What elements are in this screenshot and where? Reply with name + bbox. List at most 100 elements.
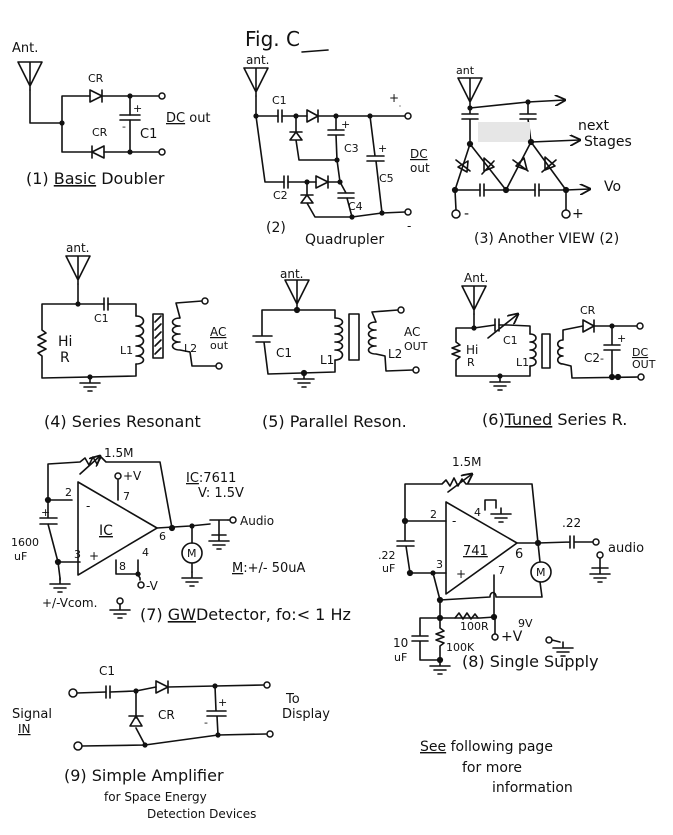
terminal bbox=[451, 209, 461, 219]
pin-label: 4 bbox=[142, 546, 149, 559]
c1-label: C1 bbox=[276, 346, 292, 360]
c2-label: C2 bbox=[273, 189, 288, 202]
pin-label: 3 bbox=[436, 558, 443, 571]
output-label: AC bbox=[210, 325, 226, 339]
c2-label: C2 bbox=[584, 351, 600, 365]
antenna-icon bbox=[243, 67, 269, 97]
c1-label: C1 bbox=[503, 334, 518, 347]
title-underline bbox=[301, 49, 329, 53]
pos-supply-terminal bbox=[114, 472, 122, 480]
antenna-label: ant. bbox=[66, 241, 89, 255]
caption: Detection Devices bbox=[147, 807, 256, 821]
diagram-another-view: ant next Stages Vo - + (3) Another VIEW … bbox=[451, 64, 632, 247]
output-terminal bbox=[266, 730, 274, 738]
antenna-icon bbox=[65, 255, 91, 285]
ground-icon bbox=[79, 376, 101, 392]
minus-terminal-label: - bbox=[407, 219, 411, 233]
output-terminal bbox=[263, 681, 271, 689]
audio-ground-terminal bbox=[596, 551, 604, 559]
audio-terminal bbox=[229, 516, 237, 524]
caption: (5) Parallel Reson. bbox=[262, 412, 407, 431]
diode-icon bbox=[155, 680, 169, 694]
pin-label: 6 bbox=[515, 547, 523, 562]
output-terminal bbox=[397, 306, 405, 314]
c1-label: C1 bbox=[99, 664, 115, 678]
input-label: IN bbox=[18, 722, 31, 736]
diode-icon bbox=[89, 89, 103, 103]
diode-icon bbox=[582, 319, 595, 333]
capacitor-label: 10 bbox=[393, 636, 408, 650]
resistor-label: 1.5M bbox=[104, 446, 133, 460]
antenna-label: Ant. bbox=[12, 41, 38, 56]
capacitor-icon bbox=[206, 685, 227, 736]
antenna-label: ant. bbox=[246, 53, 269, 67]
pin-label: 4 bbox=[474, 506, 481, 519]
footer-note-line: information bbox=[492, 780, 573, 796]
next-stages-label: next bbox=[578, 118, 610, 134]
resistor-icon bbox=[454, 612, 479, 620]
diode-icon bbox=[128, 715, 144, 727]
ground-icon bbox=[49, 577, 71, 593]
caption: (7) GWDetector, fo:< 1 Hz bbox=[140, 605, 351, 624]
ic-spec: IC:7611 bbox=[186, 471, 236, 486]
capacitor-icon bbox=[283, 175, 289, 189]
antenna-icon bbox=[284, 279, 310, 309]
opamp-icon bbox=[77, 481, 158, 576]
c1-label: C1 bbox=[272, 94, 287, 107]
output-terminal bbox=[158, 92, 166, 100]
resistor-label: 1.5M bbox=[452, 455, 481, 469]
footer-note-line: See following page bbox=[420, 739, 553, 755]
shaded-region bbox=[478, 122, 530, 142]
noninv-input-label: + bbox=[89, 549, 99, 563]
diode-icon bbox=[315, 175, 329, 189]
diagram-simple-amplifier: C1 CR + - Signal IN To Display (9) Simpl… bbox=[12, 664, 330, 821]
caption: (9) Simple Amplifier bbox=[64, 766, 224, 785]
resistor-label: Hi bbox=[58, 334, 72, 350]
output-label: out bbox=[410, 161, 430, 175]
output-terminal bbox=[412, 366, 420, 374]
antenna-label: ant bbox=[456, 64, 475, 77]
ground-icon bbox=[293, 372, 315, 388]
feedback-resistor bbox=[404, 474, 539, 544]
diode-icon bbox=[289, 115, 338, 161]
diode-label: CR bbox=[88, 72, 104, 85]
output-terminal bbox=[637, 373, 645, 381]
footer-note-line: for more bbox=[462, 760, 522, 776]
capacitor-icon bbox=[105, 685, 111, 699]
pin-label: 7 bbox=[123, 490, 130, 503]
supply-label: +V bbox=[501, 629, 523, 645]
plus-label: + bbox=[341, 118, 350, 131]
output-label: OUT bbox=[632, 358, 656, 371]
diagram-parallel-resonant: ant. C1 L1 L2 AC OUT (5) Parallel Reson. bbox=[252, 267, 428, 431]
c4-label: C4 bbox=[348, 200, 363, 213]
diode-label: CR bbox=[92, 126, 108, 139]
opamp-label: IC bbox=[99, 523, 113, 539]
diode-icon bbox=[300, 181, 353, 218]
c3-label: C3 bbox=[344, 142, 359, 155]
l1-label: L1 bbox=[516, 356, 529, 369]
capacitor-label: .22 bbox=[378, 549, 396, 562]
caption: (4) Series Resonant bbox=[44, 412, 201, 431]
output-label: DC bbox=[632, 346, 648, 359]
input-terminal bbox=[73, 741, 83, 751]
caption: (3) Another VIEW (2) bbox=[474, 231, 619, 247]
cr-label: CR bbox=[158, 708, 175, 722]
diagram-gw-detector: 1.5M +V 2 - 7 IC 3 + 8 4 6 -V + 1600 uF … bbox=[11, 446, 351, 624]
audio-label: Audio bbox=[240, 514, 274, 528]
meter-spec: M:+/- 50uA bbox=[232, 561, 305, 576]
capacitor-label: C1 bbox=[140, 127, 157, 142]
input-label: Signal bbox=[12, 707, 52, 722]
caption: Quadrupler bbox=[305, 232, 384, 248]
plus-label: + bbox=[617, 332, 626, 345]
caption: (6)Tuned Series R. bbox=[482, 410, 627, 429]
antenna-icon bbox=[17, 61, 43, 91]
capacitor-icon bbox=[351, 115, 406, 218]
meter-label: M bbox=[187, 547, 197, 560]
ground-icon bbox=[589, 567, 611, 583]
cr-label: CR bbox=[580, 304, 596, 317]
resistor-label: Hi bbox=[466, 343, 478, 357]
output-cap-label: .22 bbox=[562, 516, 581, 530]
output-terminal bbox=[158, 148, 166, 156]
output-label: Display bbox=[282, 707, 330, 722]
output-label: OUT bbox=[404, 340, 428, 353]
